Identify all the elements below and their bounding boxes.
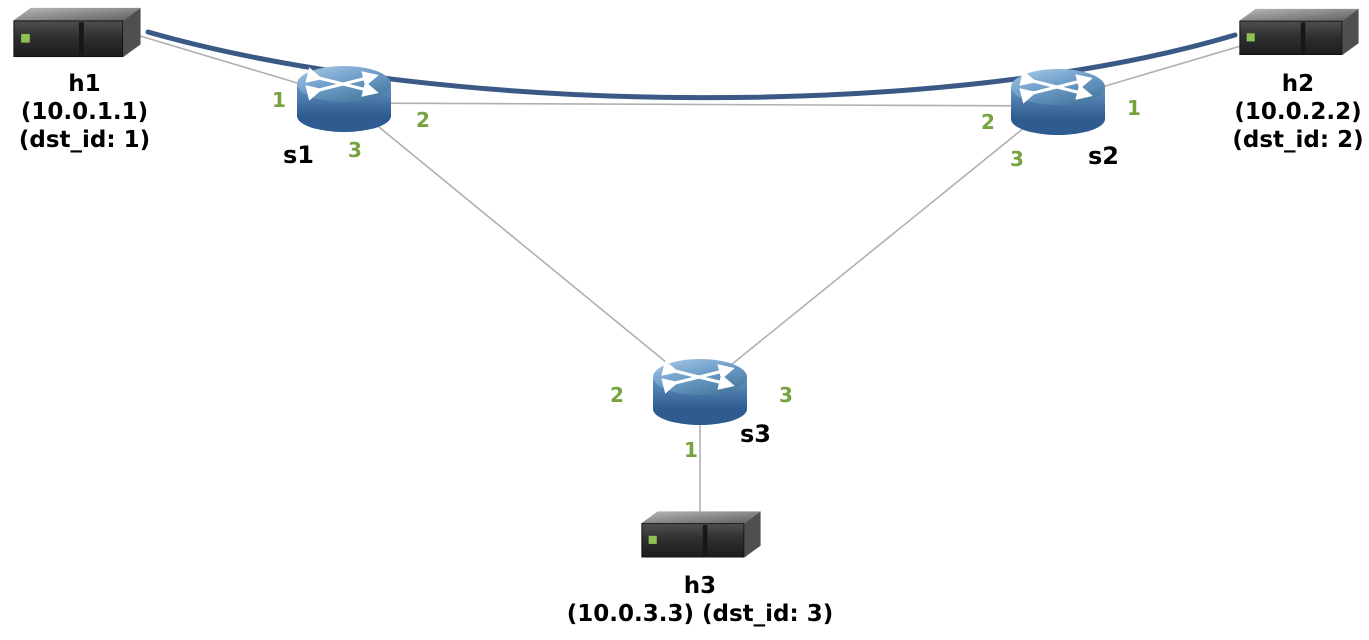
host-dst-id: (dst_id: 2) xyxy=(1232,127,1364,153)
router-icon xyxy=(294,60,394,134)
host-h1 xyxy=(7,6,147,62)
port-label-s1-3: 3 xyxy=(348,138,362,162)
port-label-s3-1: 1 xyxy=(684,438,698,462)
port-label-s2-3: 3 xyxy=(1010,147,1024,171)
host-h3-label: h3 (10.0.3.3) (dst_id: 3) xyxy=(535,572,865,628)
link-s1-s3 xyxy=(345,99,701,391)
host-dst-id: (dst_id: 1) xyxy=(18,127,151,153)
port-label-s2-2: 2 xyxy=(981,110,995,134)
host-name: h1 xyxy=(68,71,101,97)
link-s1-s2 xyxy=(343,102,1059,107)
port-label-s1-2: 2 xyxy=(416,108,430,132)
host-ip: (10.0.2.2) xyxy=(1234,99,1362,125)
switch-s2 xyxy=(1008,63,1108,141)
server-icon xyxy=(1238,8,1360,56)
port-label-s2-1: 1 xyxy=(1127,96,1141,120)
highlighted-path-h1-s1-s2-h2 xyxy=(145,29,1238,101)
server-icon xyxy=(640,510,762,558)
host-name: h2 xyxy=(1281,71,1315,97)
switch-s3 xyxy=(650,353,750,431)
switch-s3-label: s3 xyxy=(740,420,771,448)
host-ip: (10.0.1.1) xyxy=(20,99,149,125)
host-h2 xyxy=(1234,7,1364,60)
host-h1-label: h1 (10.0.1.1) (dst_id: 1) xyxy=(0,70,177,154)
host-name: h3 xyxy=(683,573,717,599)
host-h3 xyxy=(636,509,766,563)
port-label-s3-2: 2 xyxy=(610,383,624,407)
port-label-s3-3: 3 xyxy=(779,383,793,407)
link-s2-s3 xyxy=(699,101,1057,391)
port-label-s1-1: 1 xyxy=(272,88,286,112)
server-icon xyxy=(12,7,142,58)
host-h2-label: h2 (10.0.2.2) (dst_id: 2) xyxy=(1227,70,1369,154)
switch-s1-label: s1 xyxy=(283,141,314,169)
host-ip-dst-id: (10.0.3.3) (dst_id: 3) xyxy=(566,601,834,627)
router-icon xyxy=(1008,63,1108,137)
switch-s2-label: s2 xyxy=(1088,142,1119,170)
router-icon xyxy=(650,353,750,427)
switch-s1 xyxy=(294,60,394,138)
